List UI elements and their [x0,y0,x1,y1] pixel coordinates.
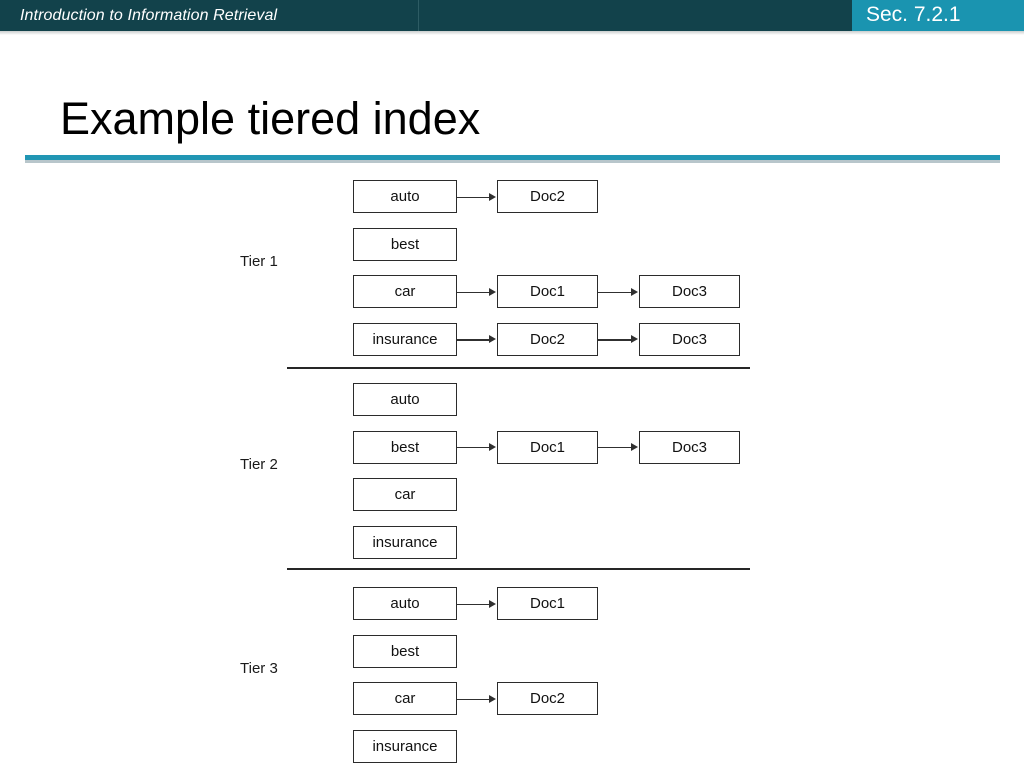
posting-box: Doc1 [497,430,598,464]
term-box: auto [353,383,457,416]
term-box: insurance [353,729,457,763]
posting-arrow-line [598,339,632,341]
section-badge-label: Sec. 7.2.1 [866,3,961,26]
posting-box: Doc3 [639,322,740,356]
term-box: insurance [353,525,457,559]
posting-box: Doc1 [497,275,598,309]
posting-arrow-line [457,196,490,198]
page-title: Example tiered index [60,93,481,144]
course-title: Introduction to Information Retrieval [20,7,278,24]
posting-arrow-line [457,698,490,700]
header-divider [418,0,419,31]
posting-arrow-head [489,192,496,201]
title-rule-shadow [25,160,1000,163]
posting-arrow-head [489,287,496,296]
posting-arrow-line [598,291,632,293]
term-box: auto [353,180,457,213]
term-box: best [353,430,457,464]
term-box: best [353,634,457,668]
term-box: best [353,227,457,261]
tier-label-3: Tier 3 [240,660,278,678]
term-box: car [353,275,457,309]
posting-box: Doc2 [497,180,598,213]
posting-box: Doc2 [497,682,598,716]
tier-divider-1 [287,367,750,370]
title-rule [25,155,1000,160]
posting-box: Doc3 [639,430,740,464]
term-box: insurance [353,322,457,356]
posting-arrow-line [457,447,490,449]
term-box: car [353,682,457,716]
posting-arrow-head [631,443,638,452]
posting-box: Doc3 [639,275,740,309]
posting-arrow-line [457,291,490,293]
posting-arrow-head [489,694,496,703]
posting-arrow-line [598,447,632,449]
tier-divider-2 [287,568,750,571]
posting-box: Doc2 [497,322,598,356]
term-box: auto [353,587,457,620]
posting-arrow-head [631,335,638,344]
posting-arrow-head [489,335,496,344]
posting-arrow-head [631,287,638,296]
posting-arrow-head [489,443,496,452]
tier-label-1: Tier 1 [240,253,278,271]
posting-arrow-line [457,339,490,341]
posting-arrow-head [489,599,496,608]
term-box: car [353,478,457,512]
section-badge: Sec. 7.2.1 [852,0,1024,31]
posting-arrow-line [457,603,490,605]
tier-label-2: Tier 2 [240,456,278,474]
header-shadow [0,31,1024,35]
header-bar: Introduction to Information Retrieval Se… [0,0,1024,31]
posting-box: Doc1 [497,587,598,620]
